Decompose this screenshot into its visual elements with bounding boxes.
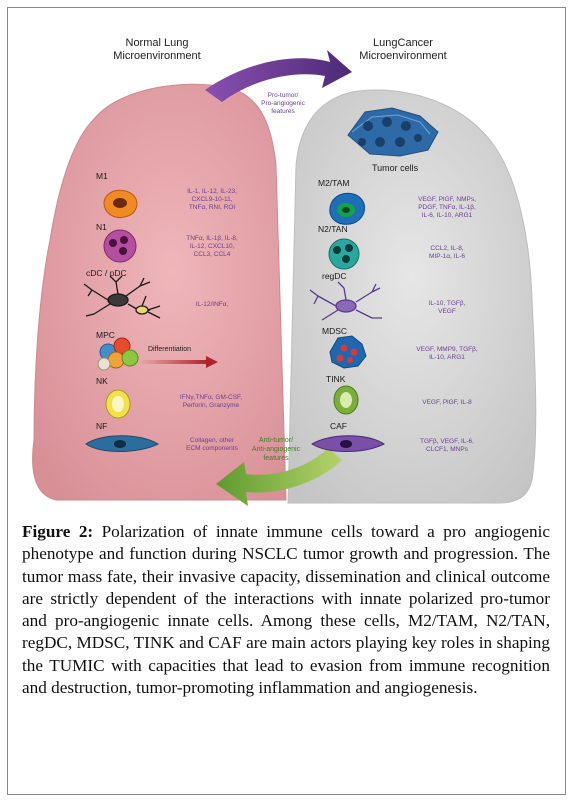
factor-line: TNFα, IL-1β, IL-8, (186, 235, 238, 242)
left-cell-factors: Collagen, other ECM components (162, 437, 262, 453)
cell-tink-icon (333, 385, 359, 415)
tumor-cells-cluster (347, 107, 439, 157)
cell-m1-icon (103, 189, 138, 218)
pro-tumor-line: features (271, 108, 295, 115)
anti-tumor-arrow (216, 448, 342, 506)
factor-line: CCL3, CCL4 (193, 251, 231, 258)
factor-line: MIP-1α, IL-6 (429, 253, 465, 260)
anti-tumor-line: Anti-tumor/ (258, 437, 294, 444)
cell-n1-icon (103, 229, 137, 263)
right-cell-name: CAF (330, 421, 347, 431)
right-cell-factors: IL-10, TGFβ, VEGF (392, 300, 502, 316)
left-cell-name: N1 (96, 222, 107, 232)
factor-line: Collagen, other (189, 437, 235, 444)
anti-tumor-line: Anti-angiogenic (251, 446, 301, 453)
right-cell-name: regDC (322, 271, 347, 281)
cell-mpc-icon (97, 337, 139, 371)
left-cell-name: M1 (96, 171, 108, 181)
factor-line: VEGF, PlGF, IL-8 (422, 399, 472, 406)
cancer-heading-line2: Microenvironment (359, 50, 447, 62)
cancer-heading-line1: LungCancer (373, 37, 433, 49)
normal-heading-line1: Normal Lung (125, 37, 189, 49)
factor-line: IL-12/INFα, (195, 301, 229, 308)
factor-line: CXCL9-10-11, (191, 196, 233, 203)
factor-line: IL-12, CXCL10, (189, 243, 235, 250)
differentiation-label: Differentiation (148, 346, 192, 353)
caption-label: Figure 2: (22, 522, 94, 541)
normal-lung-lobe (32, 83, 287, 501)
tumor-cells-label: Tumor cells (372, 163, 419, 173)
cell-n2-tan-icon (328, 238, 360, 270)
factor-line: VEGF (438, 308, 456, 315)
factor-line: CLCF1, MNPs (426, 446, 468, 453)
left-cell-factors: IFNγ,TNFα, GM-CSF, Perforin, Granzyme (158, 394, 264, 410)
cell-cdc-pdc-icon (83, 275, 161, 319)
factor-line: VEGF, MMP9, TGFβ, (416, 346, 478, 353)
anti-tumor-label: Anti-tumor/ Anti-angiogenic features (228, 436, 324, 463)
right-cell-factors: TGFβ, VEGF, IL-6, CLCF1, MNPs (392, 438, 502, 454)
factor-line: PDGF, TNFα, IL-1β, (418, 204, 476, 211)
differentiation-arrow (140, 356, 218, 368)
right-cell-factors: VEGF, PlGF, IL-8 (392, 399, 502, 407)
cell-nk-icon (105, 389, 131, 419)
pro-tumor-line: Pro-tumor/ (267, 92, 299, 99)
pro-tumor-arrow (205, 50, 352, 102)
anti-tumor-line: features (263, 455, 289, 462)
cell-caf-icon (311, 435, 385, 452)
right-cell-factors: VEGF, PlGF, NMPs, PDGF, TNFα, IL-1β, IL-… (392, 196, 502, 220)
normal-heading-line2: Microenvironment (113, 50, 201, 62)
factor-line: IL-10, TGFβ, (428, 300, 466, 307)
caption-text: Polarization of innate immune cells towa… (22, 522, 550, 698)
cell-nf-icon (85, 435, 160, 452)
right-cell-name: M2/TAM (318, 178, 350, 188)
cell-mdsc-icon (329, 335, 367, 369)
pro-tumor-label: Pro-tumor/ Pro-angiogenic features (243, 92, 323, 116)
factor-line: CCL2, IL-8, (430, 245, 464, 252)
right-cell-name: TINK (326, 374, 346, 384)
factor-line: IFNγ,TNFα, GM-CSF, (179, 394, 243, 401)
factor-line: TGFβ, VEGF, IL-6, (420, 438, 474, 445)
left-cell-name: NK (96, 376, 108, 386)
left-cell-factors: TNFα, IL-1β, IL-8, IL-12, CXCL10, CCL3, … (162, 235, 262, 259)
factor-line: IL-1, IL-12, IL-23, (187, 188, 237, 195)
left-cell-factors: IL-12/INFα, (162, 301, 262, 309)
pro-tumor-line: Pro-angiogenic (261, 100, 305, 107)
left-cell-factors: IL-1, IL-12, IL-23, CXCL9-10-11, TNFα, R… (162, 188, 262, 212)
diagram (32, 50, 537, 506)
factor-line: VEGF, PlGF, NMPs, (418, 196, 476, 203)
cancer-lung-heading: LungCancer Microenvironment (338, 37, 468, 63)
left-cell-name: cDC / pDC (86, 268, 127, 278)
left-cell-name: NF (96, 421, 108, 431)
right-cell-name: N2/TAN (318, 224, 348, 234)
figure-caption: Figure 2: Polarization of innate immune … (22, 521, 550, 699)
left-cell-name: MPC (96, 330, 115, 340)
cell-m2-tam-icon (329, 192, 365, 225)
factor-line: TNFα, RNI, ROI (188, 204, 236, 211)
factor-line: Perforin, Granzyme (182, 402, 240, 409)
right-cell-name: MDSC (322, 326, 348, 336)
cell-regdc-icon (309, 281, 382, 321)
factor-line: ECM components (186, 445, 238, 452)
right-cell-factors: VEGF, MMP9, TGFβ, IL-10, ARG1 (392, 346, 502, 362)
factor-line: IL-10, ARG1 (429, 354, 465, 361)
right-cell-factors: CCL2, IL-8, MIP-1α, IL-6 (392, 245, 502, 261)
normal-lung-heading: Normal Lung Microenvironment (92, 37, 222, 63)
factor-line: IL-6, IL-10, ARG1 (421, 212, 473, 219)
